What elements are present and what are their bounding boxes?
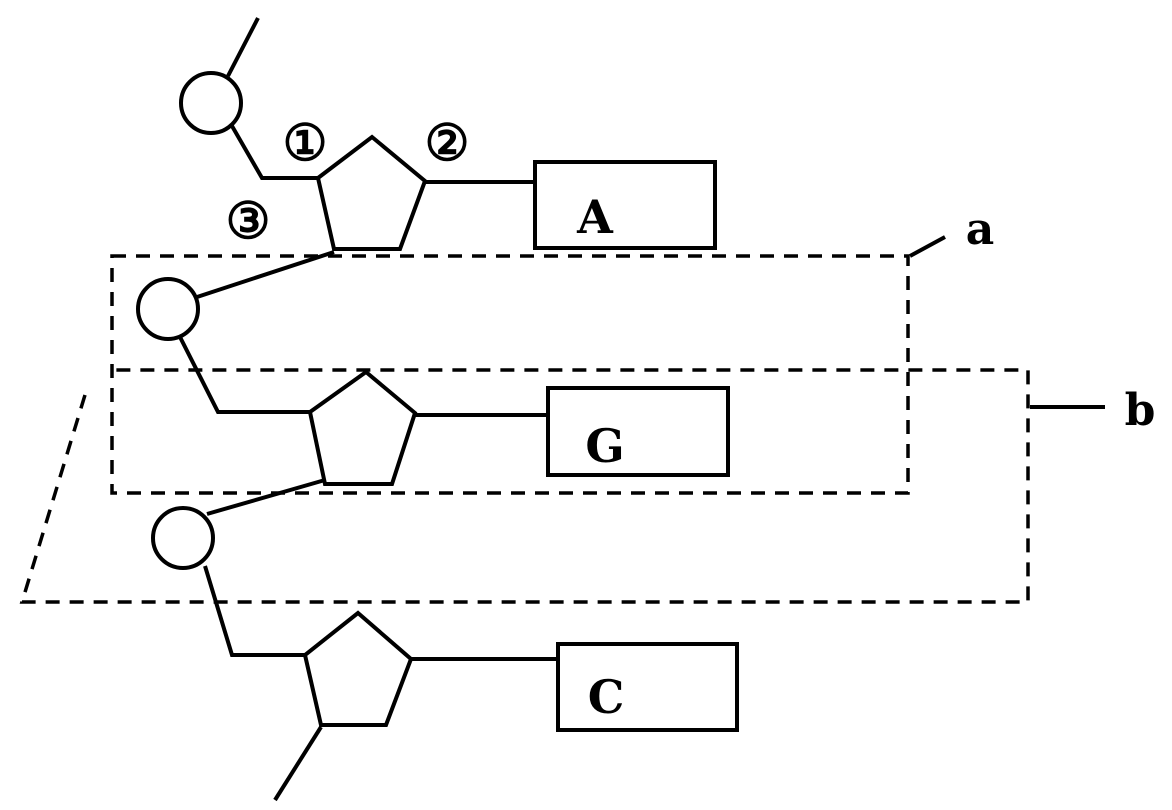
base-box-1 [533,160,717,250]
marker-3: ③ [226,191,271,250]
backbone-line [178,336,310,414]
base-label-1: A [576,190,614,244]
base-box-3 [556,642,739,732]
sugar-pentagon-2 [307,369,418,486]
region-a-box [110,254,910,495]
marker-2: ② [425,113,470,172]
base-label-3: C [588,670,625,724]
backbone-line [206,478,326,516]
backbone-line [196,250,335,299]
phosphate-circle-2 [136,277,200,341]
region-b-label: b [1125,385,1156,436]
marker-1: ① [283,113,328,172]
backbone-line [203,565,305,657]
sugar-pentagon-1 [315,134,428,251]
backbone-line [273,725,323,802]
sugar-pentagon-3 [302,610,414,727]
phosphate-circle-1 [179,71,243,135]
phosphate-circle-3 [151,506,215,570]
base-label-2: G [585,419,624,473]
region-b-box [19,368,1030,604]
region-a-pointer [909,235,946,258]
backbone-line [226,17,260,77]
region-a-label: a [966,204,995,255]
backbone-line [230,125,318,180]
base-box-2 [546,386,730,477]
